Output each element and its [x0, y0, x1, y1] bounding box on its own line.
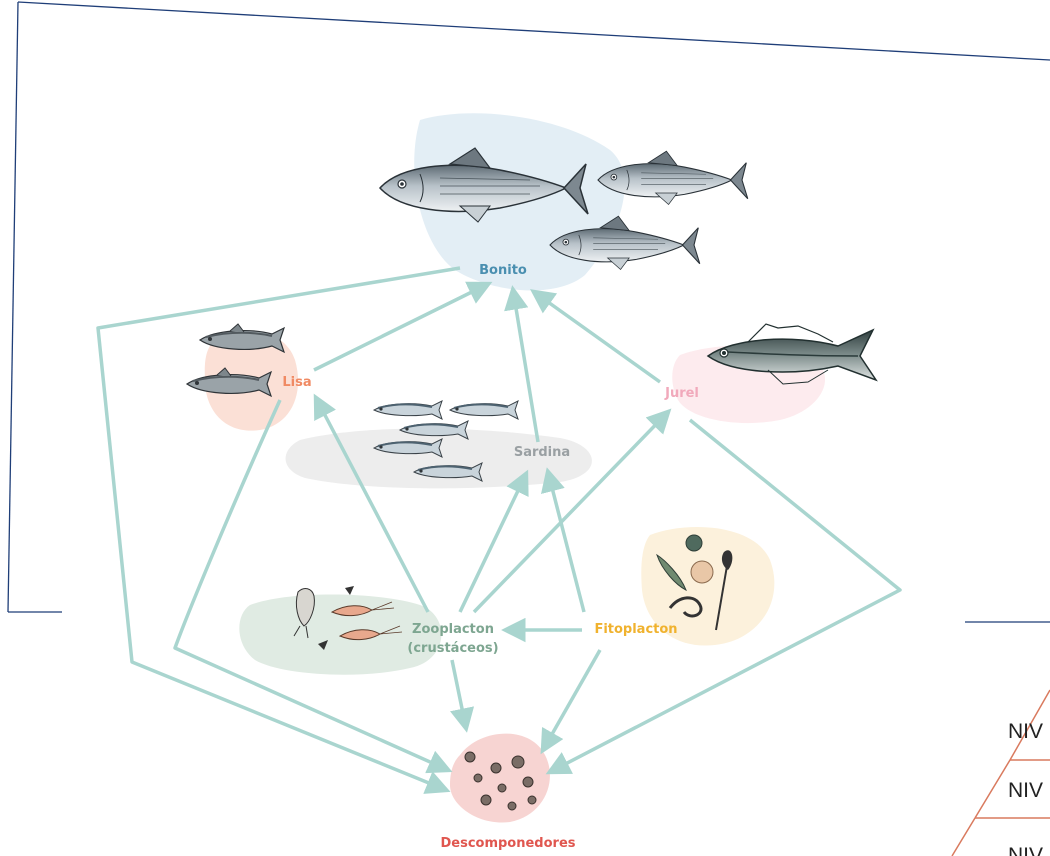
habitat-blobs: [205, 113, 825, 822]
pyramid-row-1: NIV: [1008, 720, 1043, 743]
trophic-pyramid: NIV NIV NIV: [952, 690, 1050, 856]
arrow-lisa-to-bonito: [314, 284, 488, 370]
pyramid-row-3: NIV: [1008, 844, 1043, 856]
zooplacton-sublabel: (crustáceos): [407, 641, 498, 656]
arrow-fitoplacton-to-descomponedores: [543, 650, 600, 750]
descomponedores-blob: [450, 734, 550, 823]
arrow-fitoplacton-to-sardina: [548, 472, 584, 612]
pyramid-row-2: NIV: [1008, 779, 1043, 802]
jurel-label: Jurel: [664, 386, 699, 401]
lisa-label: Lisa: [282, 375, 311, 390]
descomponedores-label: Descomponedores: [440, 836, 575, 851]
fitoplacton-label: Fitoplacton: [594, 622, 677, 637]
bonito-label: Bonito: [479, 263, 527, 278]
arrow-zooplacton-to-descomponedores: [452, 660, 466, 728]
sardina-label: Sardina: [514, 445, 570, 460]
zooplacton-label: Zooplacton: [412, 622, 494, 637]
arrow-sardina-to-bonito: [513, 290, 538, 442]
arrow-jurel-to-bonito: [534, 292, 660, 382]
document-frame: [8, 2, 1050, 622]
